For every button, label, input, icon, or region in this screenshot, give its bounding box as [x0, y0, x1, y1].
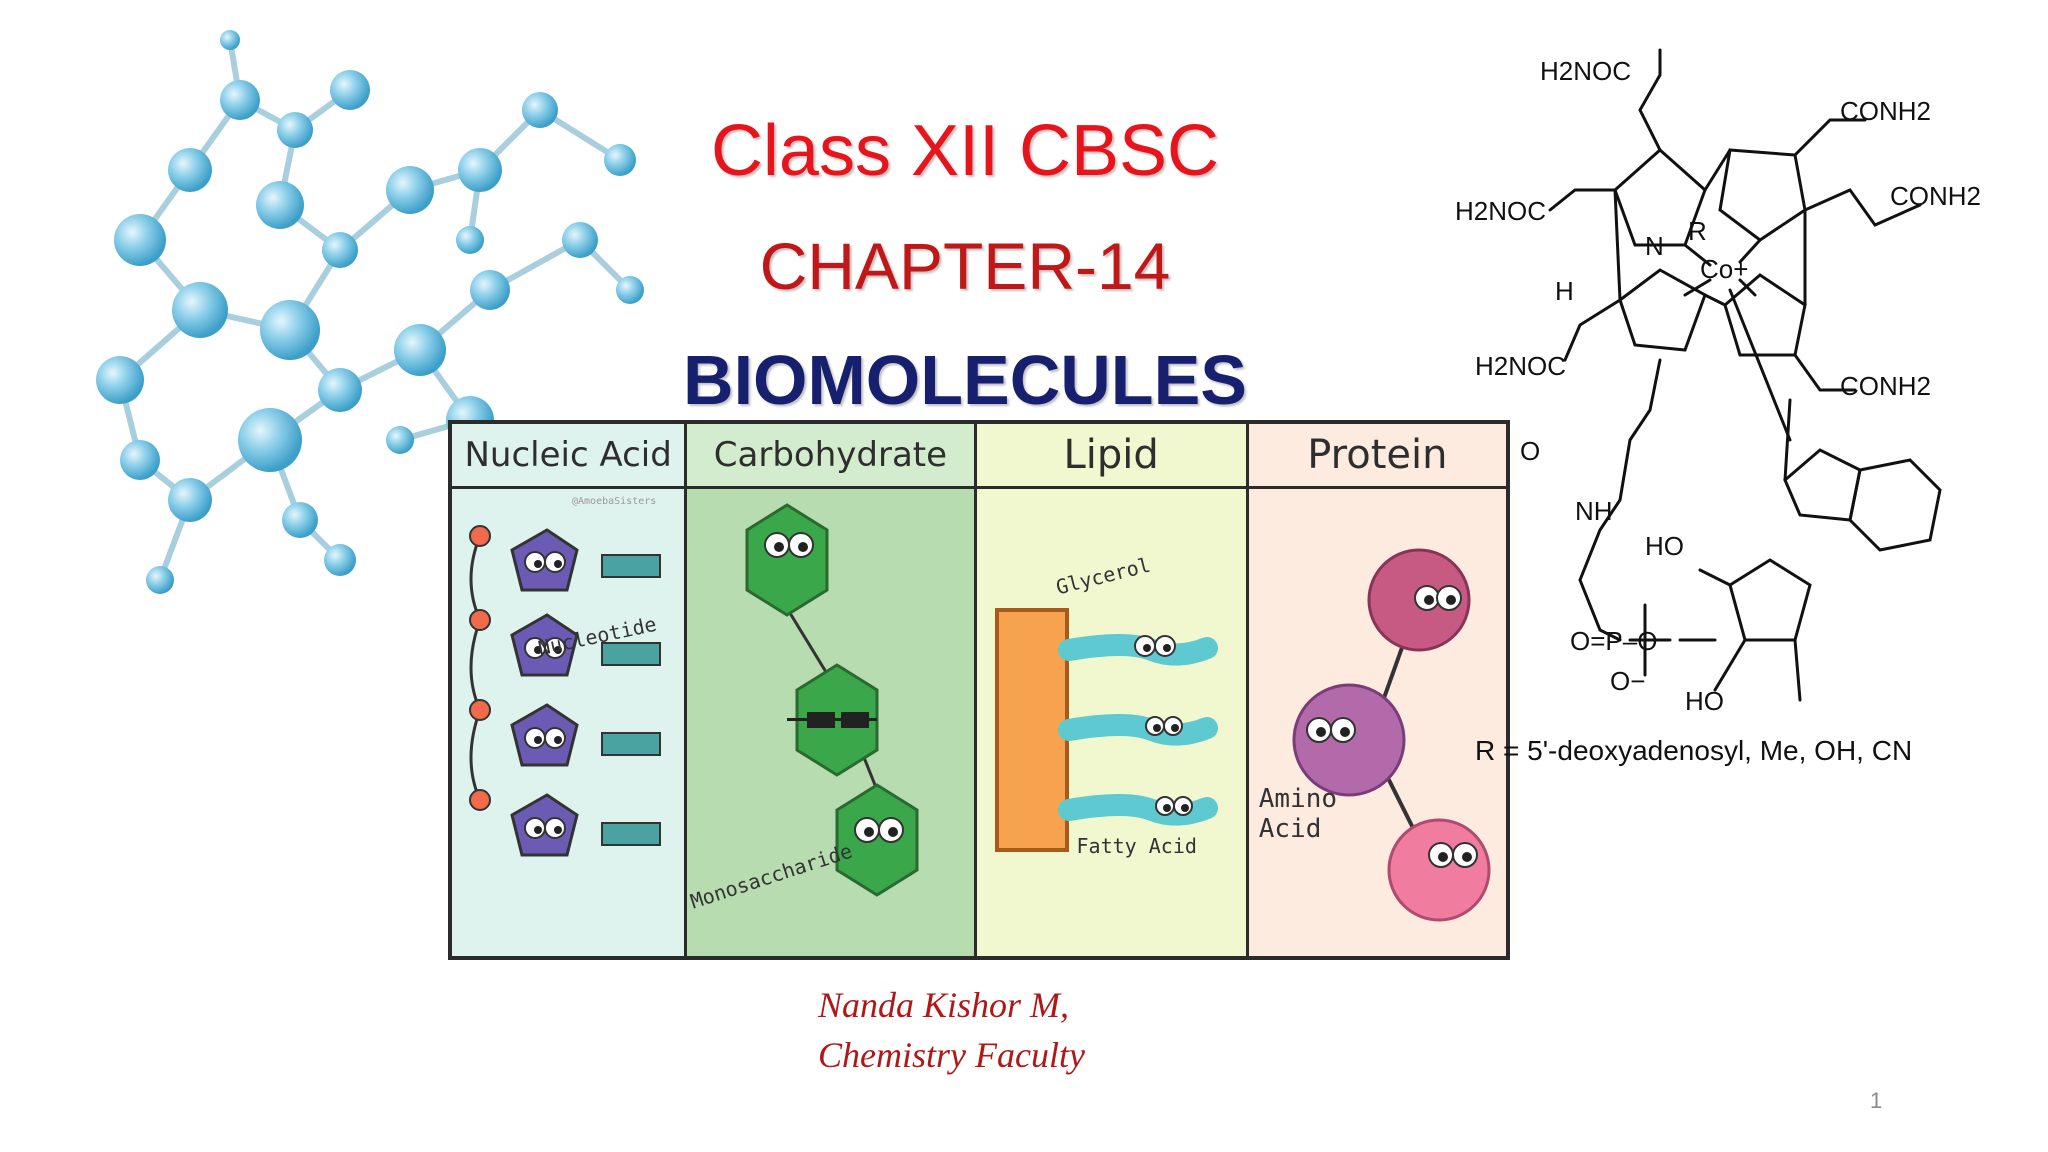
- atom-r: R: [1688, 216, 1707, 246]
- group-conh2-top: CONH2: [1840, 96, 1931, 126]
- atom-o: O: [1520, 436, 1540, 466]
- protein-column: Protein Amino Acid: [1248, 424, 1506, 956]
- group-nh: NH: [1575, 496, 1613, 526]
- lipid-heading: Lipid: [976, 424, 1246, 489]
- carbohydrate-heading: Carbohydrate: [687, 424, 974, 489]
- lipid-illustration: [994, 608, 1218, 852]
- group-o-minus: O−: [1610, 666, 1645, 696]
- carbohydrate-column: Carbohydrate Monosaccharide: [687, 424, 977, 956]
- group-conh2-right: CONH2: [1890, 181, 1981, 211]
- title-class: Class XII CBSC: [710, 111, 1220, 191]
- group-ho-ribose: HO: [1645, 531, 1684, 561]
- r-group-legend: R = 5'-deoxyadenosyl, Me, OH, CN: [1475, 735, 1913, 766]
- group-h2noc-top: H2NOC: [1540, 56, 1631, 86]
- author-role: Chemistry Faculty: [818, 1035, 1085, 1075]
- amoeba-credit: @AmoebaSisters: [572, 496, 657, 507]
- title-biomolecules: BIOMOLECULES: [683, 341, 1247, 419]
- page-number: 1: [1870, 1088, 1883, 1113]
- author-credit: Nanda Kishor M, Chemistry Faculty: [818, 980, 1085, 1080]
- atom-n-1: N: [1645, 231, 1664, 261]
- group-phosphate: O=P–O: [1570, 626, 1657, 656]
- monosaccharide-chain-illustration: [745, 503, 919, 897]
- group-conh2-lower: CONH2: [1840, 371, 1931, 401]
- group-ho-bottom: HO: [1685, 686, 1724, 716]
- atom-co: Co+: [1700, 254, 1748, 284]
- nucleic-acid-column: Nucleic Acid @AmoebaSisters: [452, 424, 688, 956]
- nucleic-acid-heading: Nucleic Acid: [452, 424, 685, 489]
- biomolecule-panel: Nucleic Acid @AmoebaSisters: [448, 420, 1510, 960]
- amino-acid-note: Amino Acid: [1258, 784, 1338, 844]
- lipid-column: Lipid Glycerol Fatty Acid: [976, 424, 1249, 956]
- atom-h: H: [1555, 276, 1574, 306]
- protein-heading: Protein: [1248, 424, 1506, 489]
- vitamin-b12-structure: H2NOC CONH2 H2NOC CONH2 H2NOC CONH2 R Co…: [1455, 48, 1981, 716]
- group-h2noc-lower: H2NOC: [1475, 351, 1566, 381]
- title-chapter: CHAPTER-14: [759, 229, 1171, 303]
- nucleotide-chain-illustration: [469, 525, 661, 857]
- group-h2noc-left: H2NOC: [1455, 196, 1546, 226]
- author-name: Nanda Kishor M,: [818, 985, 1070, 1025]
- protein-chain-illustration: [1292, 548, 1491, 922]
- fatty-acid-note: Fatty Acid: [1076, 834, 1197, 858]
